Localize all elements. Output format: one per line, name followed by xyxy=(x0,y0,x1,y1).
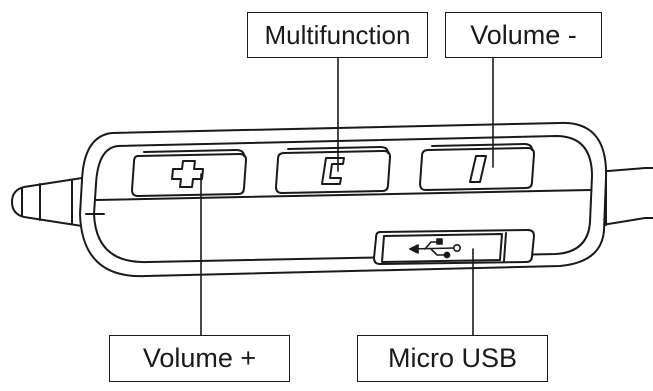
leader-lines xyxy=(200,57,494,336)
multifunction-label: Multifunction xyxy=(247,12,428,58)
micro-usb-label: Micro USB xyxy=(357,335,548,382)
usb-icon xyxy=(409,238,461,259)
multifunction-button[interactable] xyxy=(275,146,391,194)
volume-down-label: Volume - xyxy=(445,12,602,58)
volume-up-label: Volume + xyxy=(109,335,290,382)
bar-icon xyxy=(469,155,487,183)
left-cable-strain-relief xyxy=(11,177,83,227)
plus-icon xyxy=(171,160,204,188)
letter-c-icon xyxy=(321,157,345,185)
